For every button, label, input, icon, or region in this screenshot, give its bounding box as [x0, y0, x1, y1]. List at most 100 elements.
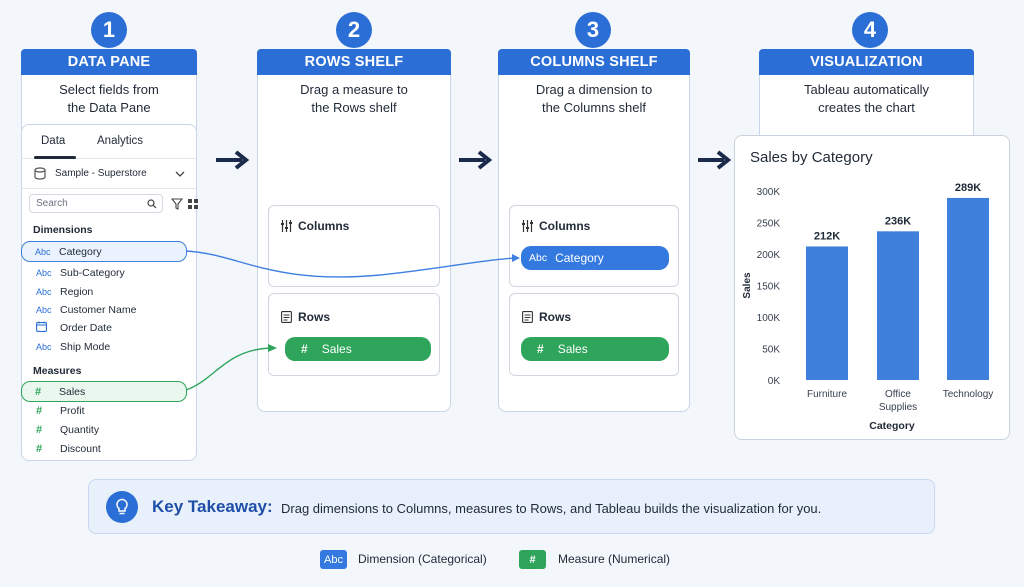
data-label: 236K	[885, 215, 911, 227]
step-4-desc-line1: Tableau automatically	[803, 82, 930, 97]
step-2-desc-line1: Drag a measure to	[300, 82, 408, 97]
measure-name: Discount	[60, 443, 101, 455]
data-label: 289K	[955, 182, 981, 194]
dimensions-heading: Dimensions	[33, 224, 93, 236]
step-2-desc-line2: the Rows shelf	[311, 100, 397, 115]
legend-dimension-chip: Abc	[320, 550, 347, 569]
measure-name: Quantity	[60, 424, 100, 436]
columns-pill-category[interactable]: Abc Category	[521, 246, 669, 270]
columns-shelf-empty[interactable]: Columns	[268, 205, 440, 287]
y-tick-label: 150K	[757, 282, 781, 293]
y-tick-label: 300K	[757, 187, 781, 198]
search-box[interactable]: Search	[29, 194, 163, 213]
chevron-down-icon[interactable]	[175, 170, 185, 178]
measure-item-discount[interactable]: # Discount	[22, 440, 101, 458]
legend-measure-label: Measure (Numerical)	[558, 552, 671, 566]
rows-shelf-label: Rows	[298, 310, 331, 324]
data-pane: Data Analytics Sample - Superstore Searc…	[21, 124, 198, 461]
abc-type-icon: Abc	[36, 287, 52, 297]
abc-type-icon: Abc	[36, 305, 52, 315]
x-tick-label: Office	[885, 389, 911, 400]
pill-label: Category	[555, 251, 604, 265]
hash-type-icon: #	[36, 424, 43, 436]
y-tick-label: 200K	[757, 250, 781, 261]
data-label: 212K	[814, 230, 840, 242]
step-4-desc-line2: creates the chart	[818, 100, 915, 115]
x-tick-label: Technology	[943, 389, 994, 400]
lightbulb-icon	[106, 491, 138, 523]
x-tick-label: Furniture	[807, 389, 847, 400]
x-axis-label: Category	[869, 420, 915, 432]
abc-type-icon: Abc	[529, 252, 548, 264]
step-1-desc-line1: Select fields from	[59, 82, 159, 97]
hash-type-icon: #	[36, 405, 43, 417]
dimension-name: Customer Name	[60, 304, 137, 316]
step-1-badge: 1	[91, 12, 127, 48]
y-tick-label: 50K	[762, 345, 780, 356]
tab-data-underline	[34, 156, 76, 159]
dimension-item-order-date[interactable]: Order Date	[22, 319, 112, 337]
step-4-badge: 4	[852, 12, 888, 48]
calendar-icon	[36, 321, 60, 335]
columns-shelf-label: Columns	[539, 219, 591, 233]
dimension-name: Order Date	[60, 322, 112, 334]
chart-title: Sales by Category	[750, 149, 873, 166]
legend-measure-chip: #	[519, 550, 546, 569]
tab-analytics[interactable]: Analytics	[97, 135, 144, 147]
measure-item-sales[interactable]: # Sales	[21, 381, 187, 402]
dimension-item-category[interactable]: Abc Category	[21, 241, 187, 262]
x-tick-label: Supplies	[879, 402, 917, 413]
grid-icon[interactable]	[188, 199, 198, 209]
dimension-name: Category	[59, 245, 102, 258]
step-2-title: ROWS SHELF	[257, 49, 451, 75]
search-placeholder: Search	[36, 198, 68, 209]
rows-pill-sales[interactable]: # Sales	[285, 337, 431, 361]
datasource-selector[interactable]: Sample - Superstore	[22, 159, 196, 189]
dimension-item-ship-mode[interactable]: Abc Ship Mode	[22, 338, 110, 356]
bar-furniture	[806, 246, 848, 380]
step-2-badge: 2	[336, 12, 372, 48]
columns-shelf[interactable]: Columns Abc Category	[509, 205, 679, 287]
hash-type-icon: #	[36, 443, 43, 455]
hash-type-icon: #	[35, 385, 42, 398]
y-tick-label: 250K	[757, 219, 781, 230]
rows-shelf[interactable]: Rows # Sales	[509, 293, 679, 376]
dimension-item-sub-category[interactable]: Abc Sub-Category	[22, 264, 125, 282]
filter-icon[interactable]	[171, 198, 183, 210]
dimension-item-region[interactable]: Abc Region	[22, 283, 93, 301]
arrow-right-icon	[698, 150, 732, 170]
measure-item-profit[interactable]: # Profit	[22, 402, 85, 420]
rows-icon	[281, 311, 292, 323]
grid-view-icon[interactable]	[172, 198, 182, 208]
bar-office-supplies	[877, 231, 919, 380]
takeaway-text: Drag dimensions to Columns, measures to …	[281, 501, 822, 516]
hash-type-icon: #	[301, 342, 308, 356]
rows-shelf[interactable]: Rows # Sales	[268, 293, 440, 376]
database-icon	[34, 167, 46, 180]
measure-item-quantity[interactable]: # Quantity	[22, 421, 99, 439]
rows-pill-sales[interactable]: # Sales	[521, 337, 669, 361]
pill-label: Sales	[321, 342, 352, 356]
columns-icon	[281, 220, 292, 232]
dimension-name: Sub-Category	[60, 267, 125, 279]
tab-data[interactable]: Data	[41, 135, 66, 147]
rows-icon	[522, 311, 533, 323]
dimension-item-customer-name[interactable]: Abc Customer Name	[22, 301, 136, 319]
arrow-right-icon	[459, 150, 493, 170]
y-axis-label: Sales	[742, 272, 753, 299]
y-tick-label: 100K	[757, 313, 781, 324]
legend-dimension-label: Dimension (Categorical)	[358, 552, 487, 566]
key-takeaway-banner: Key Takeaway: Drag dimensions to Columns…	[88, 479, 935, 534]
hash-type-icon: #	[537, 342, 544, 356]
columns-shelf-label: Columns	[298, 219, 350, 233]
columns-icon	[522, 220, 533, 232]
measure-name: Sales	[59, 385, 86, 398]
step-1-desc-line2: the Data Pane	[67, 100, 151, 115]
takeaway-label: Key Takeaway:	[152, 497, 273, 516]
abc-type-icon: Abc	[36, 268, 52, 278]
pill-label: Sales	[557, 342, 588, 356]
bar-chart: Sales by Category0K50K100K150K200K250K30…	[742, 149, 994, 432]
datasource-name: Sample - Superstore	[55, 168, 147, 179]
search-icon	[147, 199, 157, 209]
